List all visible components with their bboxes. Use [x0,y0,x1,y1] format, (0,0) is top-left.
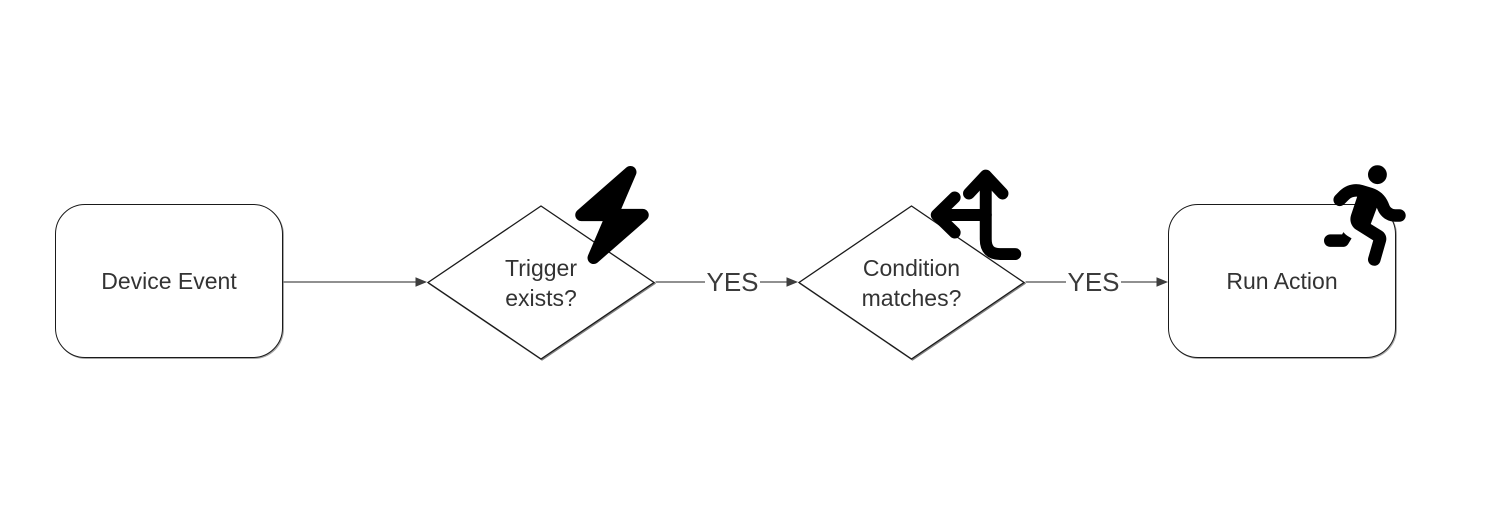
arrowhead-icon [786,277,798,287]
node-condition-matches[interactable]: Condition matches? [798,205,1025,360]
node-device-event[interactable]: Device Event [55,204,283,358]
edge-label-yes-1: YES [706,267,759,297]
label-line-1: Trigger [505,254,577,281]
edge-condition-to-action [1025,277,1168,287]
node-device-event-label: Device Event [101,268,237,294]
person-running-icon [1324,165,1406,266]
edge-label-yes-2: YES [1067,267,1120,297]
node-trigger-exists-label: Trigger exists? [505,253,577,313]
lightning-bolt-icon [575,166,649,264]
label-line-2: exists? [505,284,577,311]
label-line-1: Condition [862,254,961,281]
diamond-shape [798,205,1025,360]
arrowhead-icon [415,277,427,287]
arrowhead-icon [1156,277,1168,287]
edge-trigger-to-condition [655,277,798,287]
edge-device-to-trigger [283,277,427,287]
node-condition-matches-label: Condition matches? [862,253,962,313]
split-arrows-up-left-icon [930,169,1022,261]
node-run-action-label: Run Action [1226,268,1338,294]
label-line-2: matches? [861,284,962,311]
